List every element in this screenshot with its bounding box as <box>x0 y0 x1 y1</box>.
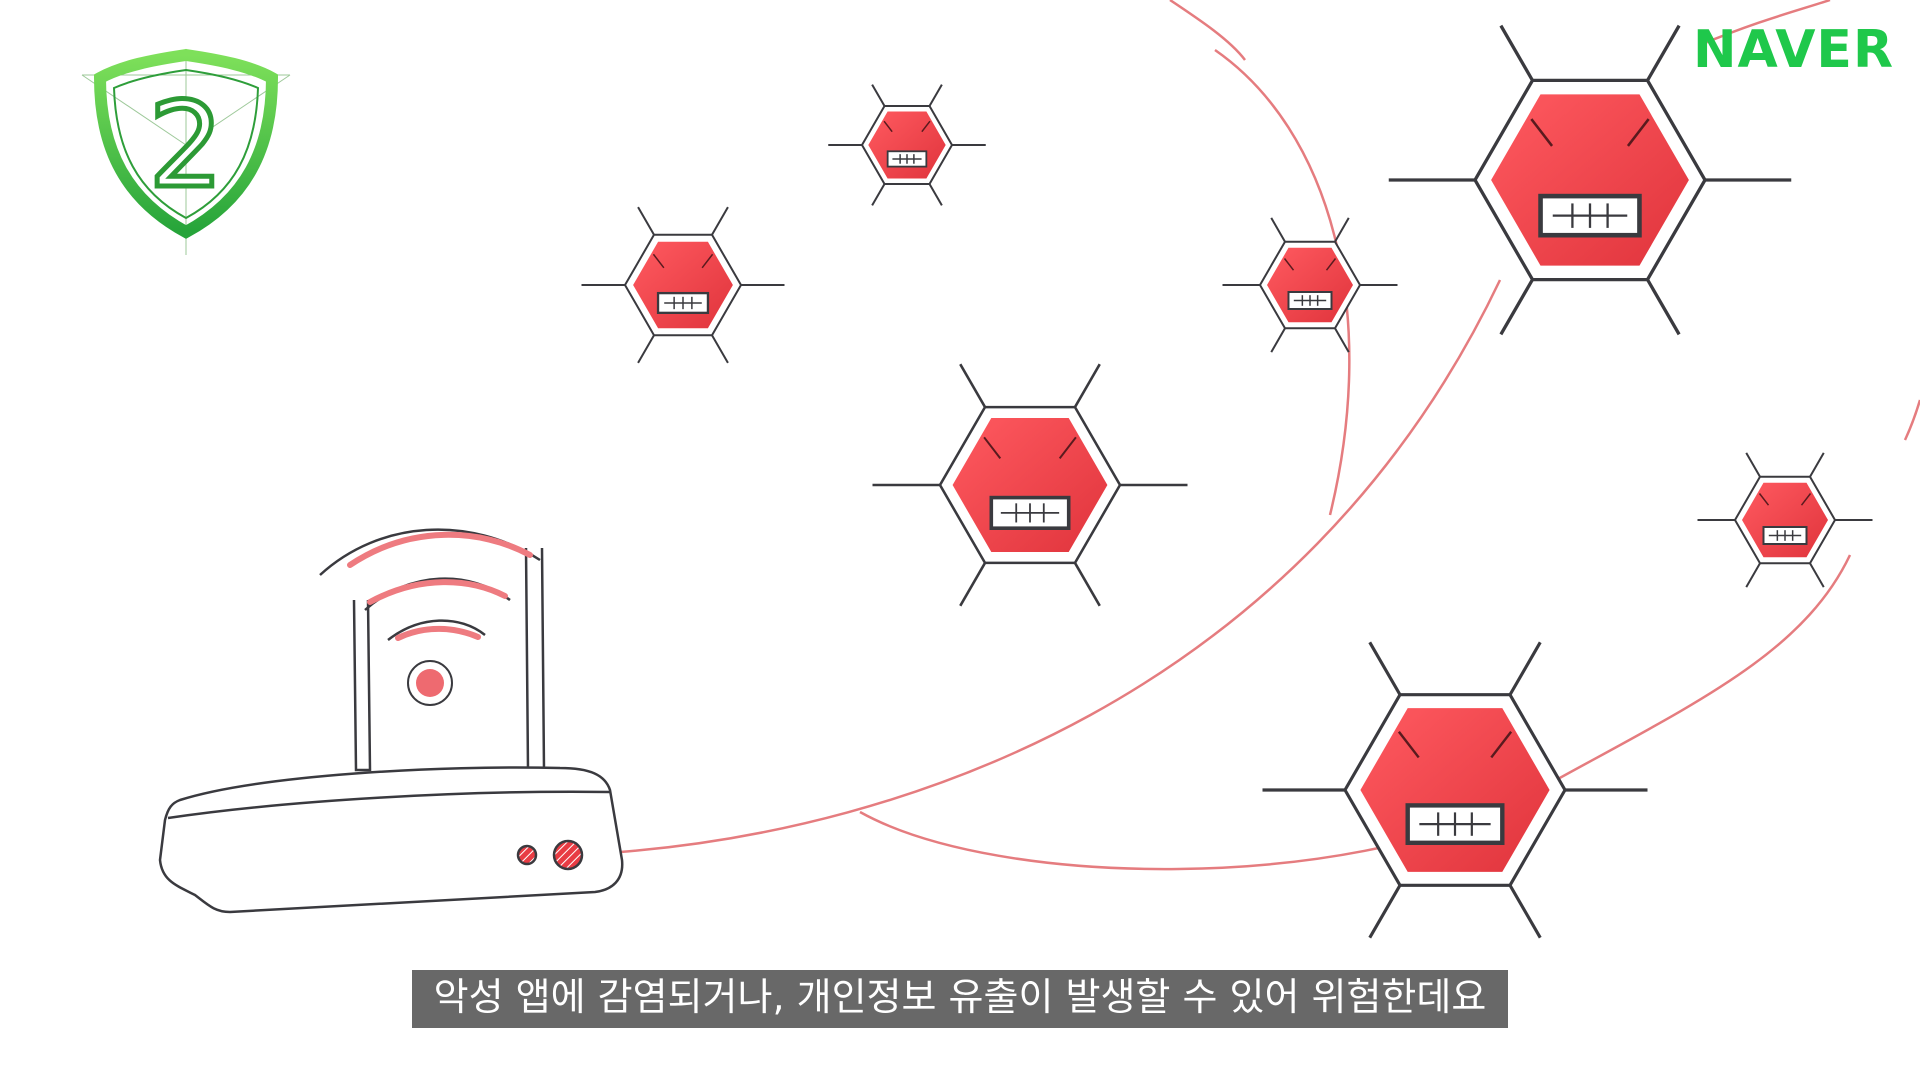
shield-icon <box>81 48 291 255</box>
virus-icon <box>1388 24 1792 336</box>
virus-icon <box>581 206 785 364</box>
subtitle-caption: 악성 앱에 감염되거나, 개인정보 유출이 발생할 수 있어 위험한데요 <box>411 970 1509 1028</box>
wifi-signal-icon <box>347 531 533 641</box>
subtitle-container: 악성 앱에 감염되거나, 개인정보 유출이 발생할 수 있어 위험한데요 <box>0 970 1920 1028</box>
wifi-router-icon <box>158 528 624 914</box>
badge-number: 2 <box>148 76 223 214</box>
virus-icon <box>828 84 986 206</box>
naver-logo: NAVER <box>1692 20 1894 80</box>
virus-group <box>581 24 1873 939</box>
virus-icon <box>872 363 1188 607</box>
connection-lines <box>619 0 1920 871</box>
virus-icon <box>1222 217 1398 353</box>
virus-icon <box>1262 641 1648 939</box>
virus-icon <box>1697 452 1873 588</box>
